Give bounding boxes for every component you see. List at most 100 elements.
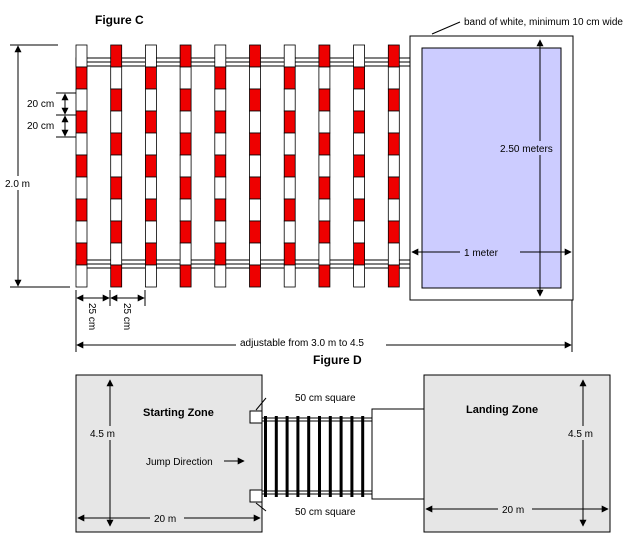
bar-segment-red bbox=[387, 132, 400, 156]
bar-segment-white bbox=[110, 154, 123, 178]
bar-segment-red bbox=[249, 44, 261, 68]
hurdle-bar bbox=[387, 44, 400, 288]
mini-hurdle-bar bbox=[307, 416, 311, 497]
mat-width-label: 1 meter bbox=[464, 248, 499, 259]
mini-hurdle-bar bbox=[264, 416, 267, 497]
bar-segment-red bbox=[318, 220, 331, 244]
bar-segment-white bbox=[214, 88, 227, 112]
landing-zone-width-label: 20 m bbox=[502, 505, 524, 516]
bar-segment-white bbox=[353, 88, 366, 112]
bar-width-label-1: 25 cm bbox=[86, 303, 97, 330]
bar-segment-white bbox=[144, 264, 157, 288]
bar-segment-white bbox=[75, 88, 88, 112]
bar-segment-white bbox=[144, 132, 157, 156]
bar-segment-white bbox=[249, 198, 261, 222]
bar-segment-red bbox=[214, 154, 227, 178]
bar-segment-white bbox=[387, 154, 400, 178]
frame-height-label-bg bbox=[4, 176, 34, 190]
bar-segment-white bbox=[318, 154, 331, 178]
bar-segment-red bbox=[353, 154, 366, 178]
band-note-label: band of white, minimum 10 cm wide bbox=[464, 17, 623, 28]
bar-segment-white bbox=[318, 198, 331, 222]
bar-segment-white bbox=[283, 264, 296, 288]
bar-segment-red bbox=[75, 198, 88, 222]
bar-segment-red bbox=[283, 198, 296, 222]
bar-segment-red bbox=[353, 242, 366, 266]
bar-segment-white bbox=[179, 154, 192, 178]
mat-height-label-bg bbox=[498, 141, 558, 155]
bar-segment-white bbox=[110, 242, 123, 266]
bar-segment-red bbox=[283, 66, 296, 90]
hurdle-bar bbox=[110, 44, 123, 288]
bar-segment-white bbox=[318, 110, 331, 134]
bar-segment-red bbox=[353, 66, 366, 90]
figure-d-title: Figure D bbox=[313, 353, 362, 367]
bar-segment-red bbox=[214, 66, 227, 90]
bar-segment-white bbox=[318, 242, 331, 266]
hurdle-bar bbox=[214, 44, 227, 288]
bar-segment-white bbox=[283, 220, 296, 244]
bar-segment-red bbox=[110, 132, 123, 156]
jump-direction-label: Jump Direction bbox=[146, 457, 213, 468]
mat-height-label: 2.50 meters bbox=[500, 144, 553, 155]
bar-segment-red bbox=[318, 176, 331, 200]
bar-segment-white bbox=[214, 132, 227, 156]
bar-segment-white bbox=[214, 176, 227, 200]
segment-label-1: 20 cm bbox=[27, 99, 54, 110]
bar-segment-white bbox=[387, 198, 400, 222]
hurdle-bar bbox=[353, 44, 366, 288]
bar-segment-white bbox=[144, 44, 157, 68]
mini-hurdle-bar bbox=[361, 416, 365, 497]
segment-label-2: 20 cm bbox=[27, 121, 54, 132]
frame-height-label: 2.0 m bbox=[5, 179, 30, 190]
mini-top-rail bbox=[262, 417, 372, 422]
landing-zone-width-bg bbox=[498, 502, 532, 516]
square-leader-bottom bbox=[255, 502, 267, 512]
hurdle-bars bbox=[75, 44, 400, 288]
bar-segment-white bbox=[75, 176, 88, 200]
starting-zone-label: Starting Zone bbox=[143, 407, 214, 419]
bar-segment-red bbox=[144, 198, 157, 222]
bar-segment-red bbox=[179, 132, 192, 156]
bar-segment-white bbox=[179, 198, 192, 222]
mini-landing-mat bbox=[371, 408, 425, 500]
bar-segment-white bbox=[144, 220, 157, 244]
mini-hurdle-bar bbox=[274, 416, 278, 497]
bar-segment-red bbox=[387, 176, 400, 200]
bar-segment-white bbox=[110, 110, 123, 134]
mini-hurdle-bar bbox=[318, 416, 321, 497]
bar-segment-white bbox=[353, 176, 366, 200]
bar-segment-red bbox=[353, 110, 366, 134]
bar-segment-white bbox=[318, 66, 331, 90]
bar-segment-white bbox=[353, 220, 366, 244]
bar-segment-red bbox=[179, 88, 192, 112]
bar-segment-red bbox=[144, 66, 157, 90]
bar-segment-white bbox=[387, 242, 400, 266]
bar-segment-white bbox=[283, 44, 296, 68]
bar-segment-red bbox=[75, 242, 88, 266]
bar-segment-red bbox=[110, 264, 123, 288]
square-label-top: 50 cm square bbox=[295, 393, 356, 404]
mini-bottom-rail bbox=[262, 490, 372, 495]
bar-segment-red bbox=[214, 198, 227, 222]
mini-hurdle-bar bbox=[350, 416, 354, 497]
bar-segment-red bbox=[144, 110, 157, 134]
hurdle-bar bbox=[318, 44, 331, 288]
bar-segment-white bbox=[110, 66, 123, 90]
bar-segment-red bbox=[110, 88, 123, 112]
bar-segment-red bbox=[387, 220, 400, 244]
mini-hurdle-bar bbox=[296, 416, 300, 497]
starting-zone-height-label: 4.5 m bbox=[90, 429, 115, 440]
bar-segment-red bbox=[75, 154, 88, 178]
bar-segment-white bbox=[179, 242, 192, 266]
bar-segment-red bbox=[387, 264, 400, 288]
hurdle-bar bbox=[144, 44, 157, 288]
bar-segment-white bbox=[75, 44, 88, 68]
bar-segment-red bbox=[283, 154, 296, 178]
bar-segment-red bbox=[283, 242, 296, 266]
bar-segment-red bbox=[283, 110, 296, 134]
hurdle-bar bbox=[249, 44, 261, 288]
bar-segment-red bbox=[387, 44, 400, 68]
bar-segment-red bbox=[179, 44, 192, 68]
bar-segment-red bbox=[179, 176, 192, 200]
